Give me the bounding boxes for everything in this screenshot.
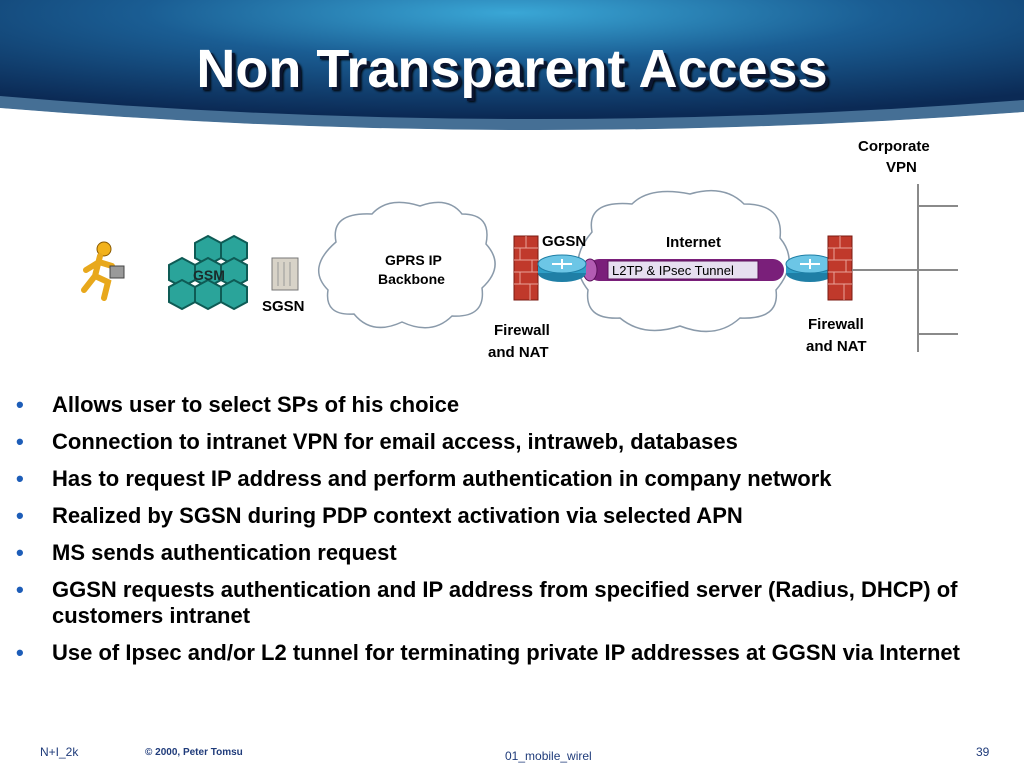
- footer-page-number: 39: [976, 745, 990, 759]
- sgsn-device-icon: [271, 257, 299, 291]
- tunnel-label: L2TP & IPsec Tunnel: [612, 263, 734, 278]
- ggsn-label: GGSN: [542, 233, 586, 250]
- bullet-text: Connection to intranet VPN for email acc…: [52, 429, 738, 454]
- firewall-right-line1: Firewall: [808, 316, 864, 333]
- network-diagram: GSM SGSN GPRS IP Backbone Internet L2TP …: [81, 138, 958, 361]
- bullet-list: • Allows user to select SPs of his choice…: [14, 392, 1014, 677]
- firewall-left-line2: and NAT: [488, 344, 549, 361]
- bullet-text: Allows user to select SPs of his choice: [52, 392, 460, 417]
- bullet-text: GGSN requests authentication and IP addr…: [52, 577, 958, 628]
- bullet-glyph: •: [16, 429, 24, 454]
- gsm-label: GSM: [193, 267, 225, 283]
- bullet-text: Has to request IP address and perform au…: [52, 466, 832, 491]
- bullet-item: • MS sends authentication request: [14, 540, 1014, 566]
- bullet-text: Use of Ipsec and/or L2 tunnel for termin…: [52, 640, 960, 665]
- firewall-right-icon: [827, 235, 853, 301]
- bullet-item: • GGSN requests authentication and IP add…: [14, 577, 1014, 629]
- gprs-cloud-icon: [318, 201, 496, 329]
- mobile-user-icon: [81, 241, 125, 301]
- bullet-glyph: •: [16, 640, 24, 665]
- bullet-item: • Connection to intranet VPN for email ac…: [14, 429, 1014, 455]
- gprs-cloud-line1: GPRS IP: [385, 252, 442, 268]
- bullet-glyph: •: [16, 503, 24, 528]
- sgsn-label: SGSN: [262, 298, 305, 315]
- gsm-cells-icon: [168, 234, 248, 311]
- corporate-vpn-line1: Corporate: [858, 138, 930, 155]
- tunnel-icon: [582, 258, 784, 282]
- firewall-left-icon: [513, 235, 539, 301]
- bullet-glyph: •: [16, 540, 24, 565]
- bullet-item: • Use of Ipsec and/or L2 tunnel for termi…: [14, 640, 1014, 666]
- firewall-left-line1: Firewall: [494, 322, 550, 339]
- gprs-cloud-line2: Backbone: [378, 271, 445, 287]
- bullet-text: MS sends authentication request: [52, 540, 397, 565]
- footer-file-name: 01_mobile_wirel: [505, 749, 592, 763]
- bullet-glyph: •: [16, 577, 24, 602]
- bullet-item: • Allows user to select SPs of his choice: [14, 392, 1014, 418]
- corporate-vpn-line2: VPN: [886, 159, 917, 176]
- slide-title: Non Transparent Access: [196, 39, 828, 99]
- bullet-glyph: •: [16, 466, 24, 491]
- bullet-item: • Has to request IP address and perform a…: [14, 466, 1014, 492]
- router-ggsn-icon: [537, 254, 587, 282]
- corporate-lan-icon: [852, 184, 958, 352]
- title-banner: [0, 0, 1024, 150]
- internet-label: Internet: [666, 234, 721, 251]
- bullet-glyph: •: [16, 392, 24, 417]
- footer-course-code: N+I_2k: [40, 745, 79, 759]
- router-right-icon: [785, 254, 835, 282]
- bullet-text: Realized by SGSN during PDP context acti…: [52, 503, 743, 528]
- footer-copyright: © 2000, Peter Tomsu: [145, 747, 243, 758]
- firewall-right-line2: and NAT: [806, 338, 867, 355]
- bullet-item: • Realized by SGSN during PDP context act…: [14, 503, 1014, 529]
